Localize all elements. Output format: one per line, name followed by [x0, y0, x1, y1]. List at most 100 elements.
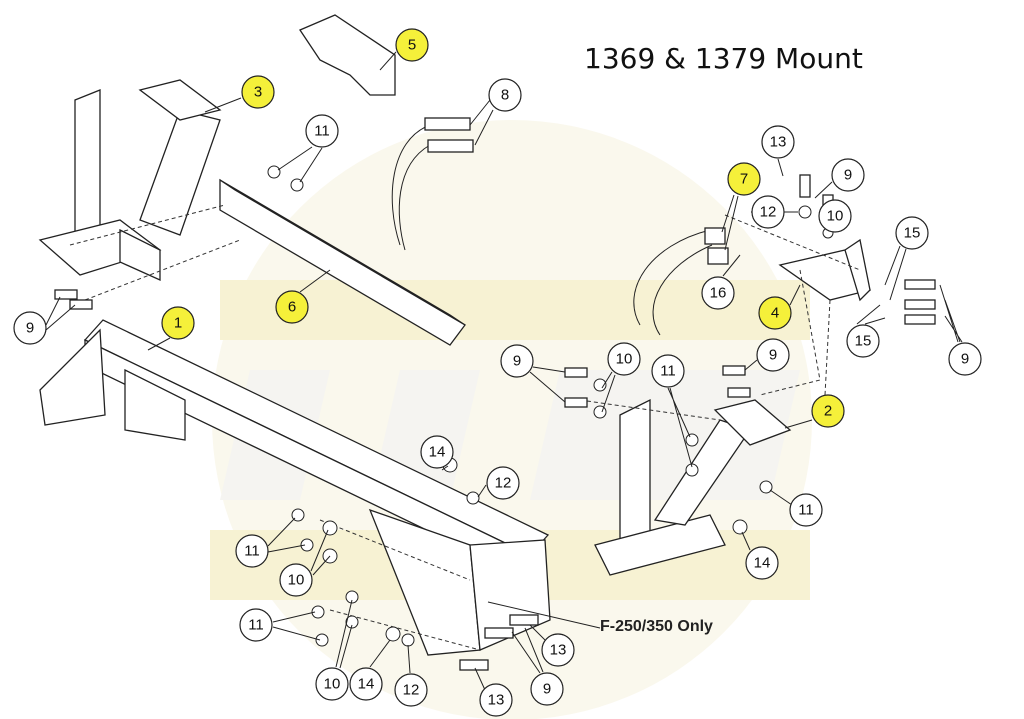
callout-circle	[479, 683, 513, 717]
callout-part-5: 5	[395, 28, 429, 62]
callout-circle	[420, 435, 454, 469]
callout-part-15: 15	[846, 324, 880, 358]
callout-label: 10	[827, 208, 844, 225]
part-3-bracket	[38, 79, 222, 282]
f250-350-note: F-250/350 Only	[600, 618, 713, 635]
part-2-bracket	[594, 398, 792, 576]
callout-label: 11	[798, 502, 814, 519]
callout-part-1: 1	[161, 306, 195, 340]
callout-circle	[488, 78, 522, 112]
callout-circle	[239, 608, 273, 642]
callout-label: 15	[855, 333, 872, 350]
callout-part-11: 11	[651, 354, 685, 388]
callout-circle	[607, 342, 641, 376]
callout-circle	[727, 162, 761, 196]
callout-label: 10	[616, 351, 633, 368]
callout-part-4: 4	[758, 296, 792, 330]
callout-label: 16	[710, 285, 727, 302]
callout-circle	[701, 276, 735, 310]
callout-label: 11	[244, 543, 260, 560]
callout-circle	[486, 466, 520, 500]
callout-part-10: 10	[818, 199, 852, 233]
callout-part-3: 3	[241, 75, 275, 109]
callout-part-10: 10	[607, 342, 641, 376]
callout-part-10: 10	[315, 667, 349, 701]
callout-label: 12	[403, 682, 420, 699]
callout-label: 14	[429, 444, 446, 461]
diagram-title: 1369 & 1379 Mount	[584, 42, 863, 75]
callout-label: 12	[495, 475, 512, 492]
callout-part-2: 2	[811, 394, 845, 428]
callout-label: 9	[513, 353, 521, 370]
callout-part-12: 12	[751, 195, 785, 229]
callout-label: 10	[288, 572, 305, 589]
callout-part-6: 6	[275, 290, 309, 324]
callout-label: 13	[770, 134, 787, 151]
callout-part-11: 11	[305, 114, 339, 148]
callout-label: 2	[824, 403, 832, 420]
callout-circle	[395, 28, 429, 62]
part-5-plate	[299, 14, 396, 96]
callout-label: 9	[769, 347, 777, 364]
callout-label: 13	[488, 692, 505, 709]
callout-circle	[895, 216, 929, 250]
callout-part-13: 13	[479, 683, 513, 717]
callout-circle	[500, 344, 534, 378]
callout-label: 9	[26, 320, 34, 337]
callout-circle	[161, 306, 195, 340]
callout-part-9: 9	[948, 342, 982, 376]
callout-label: 6	[288, 299, 296, 316]
callout-part-11: 11	[235, 534, 269, 568]
callout-label: 14	[358, 676, 375, 693]
callout-part-11: 11	[239, 608, 273, 642]
callout-label: 11	[660, 363, 676, 380]
callout-circle	[756, 338, 790, 372]
callout-circle	[831, 158, 865, 192]
callout-label: 11	[248, 617, 264, 634]
callout-circle	[761, 125, 795, 159]
callout-circle	[751, 195, 785, 229]
callout-circle	[349, 667, 383, 701]
callout-label: 12	[760, 204, 777, 221]
callout-part-14: 14	[420, 435, 454, 469]
callout-part-14: 14	[349, 667, 383, 701]
callout-circle	[235, 534, 269, 568]
callout-circle	[745, 546, 779, 580]
callout-circle	[241, 75, 275, 109]
callout-label: 7	[740, 171, 748, 188]
callout-circle	[315, 667, 349, 701]
callout-label: 11	[314, 123, 330, 140]
callout-label: 3	[254, 84, 262, 101]
callout-part-8: 8	[488, 78, 522, 112]
callout-circle	[13, 311, 47, 345]
callout-label: 9	[961, 351, 969, 368]
callout-label: 10	[324, 676, 341, 693]
callout-part-9: 9	[756, 338, 790, 372]
callout-label: 9	[543, 681, 551, 698]
callout-label: 8	[501, 87, 509, 104]
callout-part-13: 13	[541, 633, 575, 667]
dashed-assembly-lines	[69, 204, 861, 651]
part-1-main-tube	[39, 319, 551, 656]
callout-circle	[811, 394, 845, 428]
callout-part-15: 15	[895, 216, 929, 250]
callout-label: 9	[844, 167, 852, 184]
callout-part-16: 16	[701, 276, 735, 310]
part-6-angle	[219, 178, 466, 346]
callout-circle	[305, 114, 339, 148]
callout-part-11: 11	[789, 493, 823, 527]
callout-part-9: 9	[530, 672, 564, 706]
callout-label: 13	[550, 642, 567, 659]
callout-part-10: 10	[279, 563, 313, 597]
callout-circle	[846, 324, 880, 358]
callout-circle	[530, 672, 564, 706]
callout-part-13: 13	[761, 125, 795, 159]
callout-part-7: 7	[727, 162, 761, 196]
callout-part-9: 9	[13, 311, 47, 345]
callout-circle	[948, 342, 982, 376]
callout-circle	[789, 493, 823, 527]
callout-circle	[758, 296, 792, 330]
callout-part-14: 14	[745, 546, 779, 580]
